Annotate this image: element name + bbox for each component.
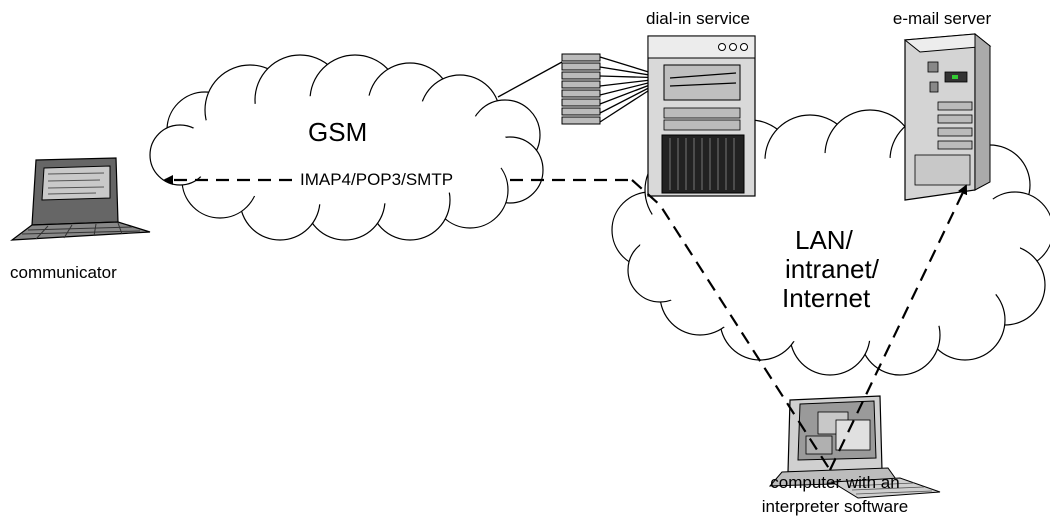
dial-in-server-icon xyxy=(647,35,756,197)
path-dialin-to-computer xyxy=(631,179,831,471)
email-server-label: e-mail server xyxy=(892,9,992,28)
computer-icon xyxy=(768,395,941,499)
communicator-label: communicator xyxy=(10,263,117,282)
protocol-path xyxy=(163,175,968,471)
computer-label-line1: computer with an xyxy=(770,473,900,492)
email-server-icon xyxy=(903,32,992,201)
protocol-label: IMAP4/POP3/SMTP xyxy=(297,169,457,191)
lan-label-line3: Internet xyxy=(782,283,871,313)
dial-in-service-label: dial-in service xyxy=(646,9,750,28)
lan-cloud-fill xyxy=(640,153,1020,343)
modem-bank-icon xyxy=(497,53,669,125)
computer-label-line2: interpreter software xyxy=(761,497,909,516)
lan-label-line2: intranet/ xyxy=(785,254,879,284)
gsm-cloud-label: GSM xyxy=(308,117,368,147)
communicator-icon xyxy=(10,157,151,241)
lan-label-line1: LAN/ xyxy=(795,225,853,255)
path-computer-to-server xyxy=(829,184,968,471)
